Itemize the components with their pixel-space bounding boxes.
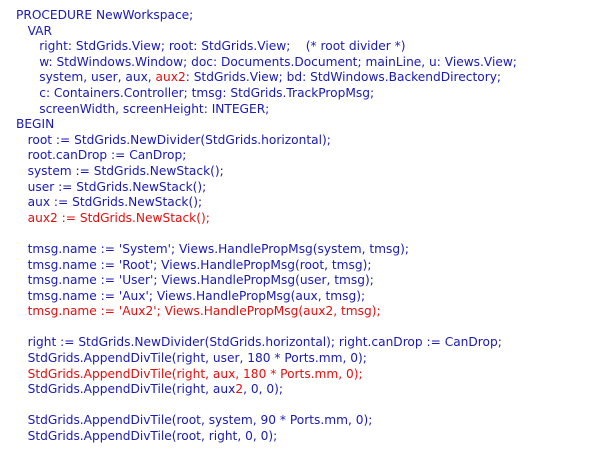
code-token-highlighted: tmsg.name := 'Aux2'; Views.HandlePropMsg… <box>16 304 381 319</box>
code-line: StdGrids.AppendDivTile(right, aux, 180 *… <box>16 367 517 383</box>
code-token-highlighted: StdGrids.AppendDivTile(right, aux, 180 *… <box>16 366 363 381</box>
code-line <box>16 398 517 414</box>
code-token: StdGrids.AppendDivTile(root, system, 90 … <box>16 413 373 428</box>
code-token: aux := StdGrids.NewStack(); <box>16 195 203 210</box>
code-token: tmsg.name := 'System'; Views.HandlePropM… <box>16 241 409 256</box>
code-token: w: StdWindows.Window; doc: Documents.Doc… <box>16 54 517 69</box>
code-token: screenWidth, screenHeight: INTEGER; <box>16 101 270 116</box>
code-token: right := StdGrids.NewDivider(StdGrids.ho… <box>16 335 502 350</box>
code-line: system, user, aux, aux2: StdGrids.View; … <box>16 70 517 86</box>
code-line: tmsg.name := 'User'; Views.HandlePropMsg… <box>16 273 517 289</box>
code-token: root := StdGrids.NewDivider(StdGrids.hor… <box>16 132 331 147</box>
code-token: StdGrids.AppendDivTile(right, aux <box>16 382 236 397</box>
code-line: c: Containers.Controller; tmsg: StdGrids… <box>16 86 517 102</box>
code-line: right: StdGrids.View; root: StdGrids.Vie… <box>16 39 517 55</box>
code-line: w: StdWindows.Window; doc: Documents.Doc… <box>16 55 517 71</box>
code-line: screenWidth, screenHeight: INTEGER; <box>16 102 517 118</box>
code-line: tmsg.name := 'System'; Views.HandlePropM… <box>16 242 517 258</box>
code-token: PROCEDURE NewWorkspace; <box>16 8 194 22</box>
code-token: system := StdGrids.NewStack(); <box>16 163 224 178</box>
code-token: root.canDrop := CanDrop; <box>16 148 187 163</box>
code-line: tmsg.name := 'Aux2'; Views.HandlePropMsg… <box>16 304 517 320</box>
code-token: tmsg.name := 'User'; Views.HandlePropMsg… <box>16 273 374 288</box>
code-line: tmsg.name := 'Aux'; Views.HandlePropMsg(… <box>16 289 517 305</box>
code-line: tmsg.name := 'Root'; Views.HandlePropMsg… <box>16 258 517 274</box>
code-line: root := StdGrids.NewDivider(StdGrids.hor… <box>16 133 517 149</box>
code-line: aux := StdGrids.NewStack(); <box>16 195 517 211</box>
code-editor[interactable]: PROCEDURE NewWorkspace; VAR right: StdGr… <box>16 8 517 445</box>
code-line: user := StdGrids.NewStack(); <box>16 180 517 196</box>
code-token-highlighted: aux2 := StdGrids.NewStack(); <box>16 210 210 225</box>
code-token: StdGrids.AppendDivTile(root, right, 0, 0… <box>16 429 278 444</box>
code-line: aux2 := StdGrids.NewStack(); <box>16 211 517 227</box>
code-line: StdGrids.AppendDivTile(right, aux2, 0, 0… <box>16 382 517 398</box>
code-token: , 0, 0); <box>243 382 283 397</box>
code-token: system, user, aux, <box>16 70 156 85</box>
code-line: StdGrids.AppendDivTile(root, system, 90 … <box>16 413 517 429</box>
code-token: VAR <box>16 23 52 38</box>
code-line: VAR <box>16 24 517 40</box>
code-token-highlighted: 2 <box>235 382 244 397</box>
code-token-highlighted: aux2 <box>155 70 186 85</box>
code-token: StdGrids.AppendDivTile(right, user, 180 … <box>16 351 367 366</box>
code-line: PROCEDURE NewWorkspace; <box>16 8 517 24</box>
code-line <box>16 320 517 336</box>
code-token: tmsg.name := 'Aux'; Views.HandlePropMsg(… <box>16 288 366 303</box>
code-token: c: Containers.Controller; tmsg: StdGrids… <box>16 85 375 100</box>
code-token: right: StdGrids.View; root: StdGrids.Vie… <box>16 39 406 54</box>
code-line: StdGrids.AppendDivTile(right, user, 180 … <box>16 351 517 367</box>
code-line: system := StdGrids.NewStack(); <box>16 164 517 180</box>
code-token: : StdGrids.View; bd: StdWindows.BackendD… <box>185 70 502 85</box>
code-line: root.canDrop := CanDrop; <box>16 148 517 164</box>
code-line <box>16 226 517 242</box>
code-line: right := StdGrids.NewDivider(StdGrids.ho… <box>16 335 517 351</box>
code-token: BEGIN <box>16 117 55 132</box>
code-token: tmsg.name := 'Root'; Views.HandlePropMsg… <box>16 257 372 272</box>
code-line: StdGrids.AppendDivTile(root, right, 0, 0… <box>16 429 517 445</box>
code-line: BEGIN <box>16 117 517 133</box>
code-token: user := StdGrids.NewStack(); <box>16 179 207 194</box>
